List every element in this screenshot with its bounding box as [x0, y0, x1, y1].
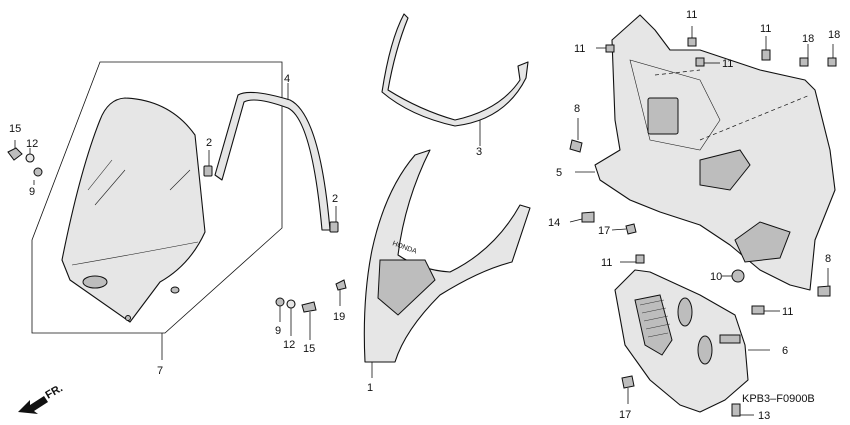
label-6: 6 [782, 345, 788, 357]
label-17-lower: 17 [619, 409, 631, 421]
label-11-d: 11 [760, 23, 771, 35]
label-11-b: 11 [686, 9, 697, 21]
label-11-f: 11 [782, 306, 793, 318]
label-15-left: 15 [9, 123, 21, 135]
middle-hardware [275, 297, 317, 340]
label-15-mid: 15 [303, 343, 315, 355]
label-12-left: 12 [26, 138, 38, 150]
label-8-right: 8 [825, 253, 831, 265]
label-18-a: 18 [802, 33, 814, 45]
label-5: 5 [556, 167, 562, 179]
label-13: 13 [758, 410, 770, 422]
windscreen-frame [31, 61, 283, 334]
upper-cowl [575, 14, 836, 291]
label-10: 10 [710, 271, 722, 283]
label-9-mid: 9 [275, 325, 281, 337]
label-7: 7 [157, 365, 163, 377]
label-9-left: 9 [29, 186, 35, 198]
diagram-code: KPB3–F0900B [742, 393, 815, 405]
label-2-left: 2 [206, 137, 212, 149]
label-1: 1 [367, 382, 373, 394]
windscreen-molding [214, 83, 331, 231]
label-19: 19 [333, 311, 345, 323]
label-18-b: 18 [828, 29, 840, 41]
label-17-upper: 17 [598, 225, 610, 237]
label-11-a: 11 [574, 43, 585, 55]
front-cowl: HONDA [363, 149, 531, 378]
label-12-mid: 12 [283, 339, 295, 351]
left-hardware [7, 140, 43, 185]
label-11-e: 11 [601, 257, 612, 269]
inner-cover [614, 269, 770, 413]
label-3: 3 [476, 146, 482, 158]
label-4: 4 [284, 73, 290, 85]
label-14: 14 [548, 217, 560, 229]
upper-seal [381, 13, 529, 146]
label-11-c: 11 [722, 58, 733, 70]
direction-label: FR. [44, 382, 65, 401]
label-8-upper: 8 [574, 103, 580, 115]
windscreen [61, 97, 206, 323]
label-2-right: 2 [332, 193, 338, 205]
front-direction-arrow: FR. [18, 382, 65, 414]
windscreen-group [31, 61, 283, 360]
